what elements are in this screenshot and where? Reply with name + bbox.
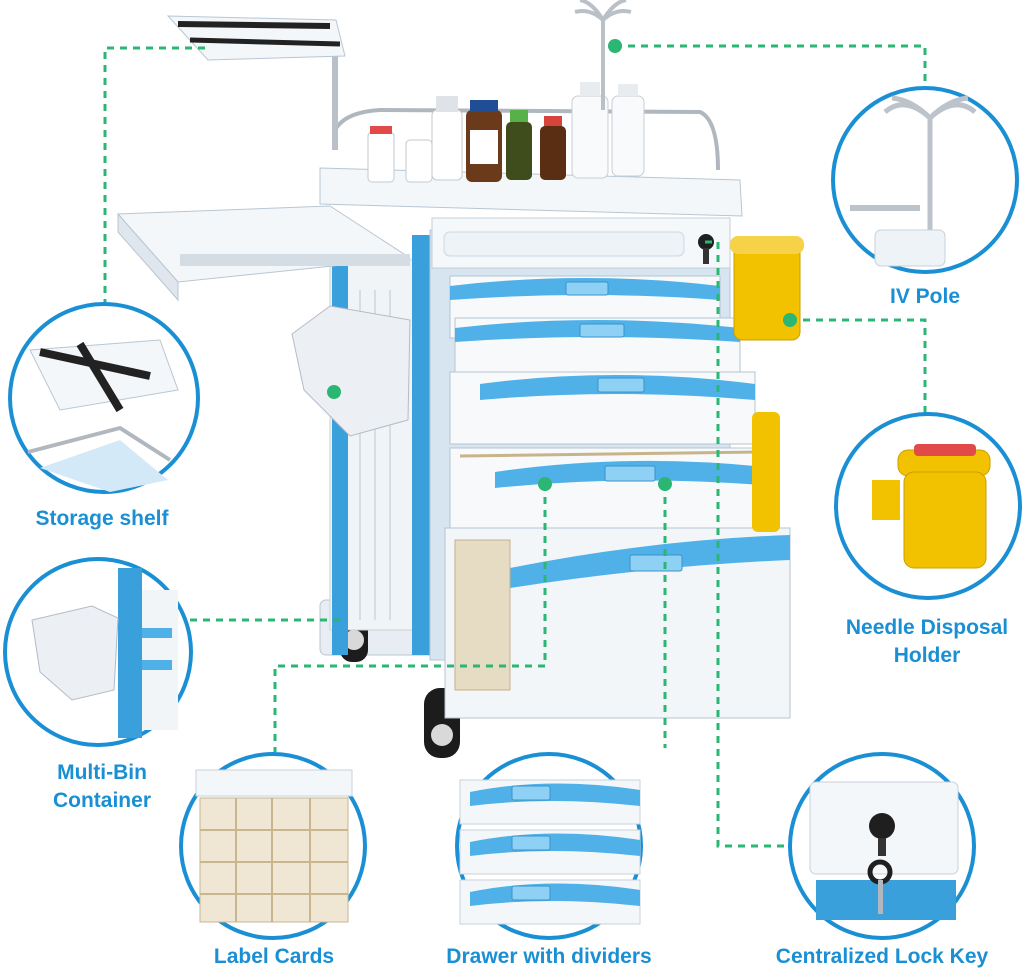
medical-cart	[116, 0, 804, 758]
detail-lock-key	[788, 752, 976, 940]
callout-multi-bin-line2: Container	[52, 789, 151, 812]
callout-storage-shelf-text: Storage shelf	[35, 507, 169, 530]
callout-drawer-dividers-text: Drawer with dividers	[446, 945, 652, 968]
callout-label-cards: Label Cards	[198, 943, 350, 971]
callout-multi-bin: Multi-Bin Container	[32, 759, 172, 815]
detail-iv-pole	[831, 86, 1019, 274]
drawer-5	[444, 527, 791, 719]
callout-lock-key: Centralized Lock Key	[762, 943, 1002, 971]
drawer-3	[449, 371, 756, 445]
guide-lines	[103, 44, 927, 848]
callout-needle-disposal-line1: Needle Disposal	[845, 616, 1009, 639]
detail-label-cards	[179, 752, 367, 940]
detail-needle-disposal	[834, 412, 1022, 600]
key-lock-icon	[867, 813, 895, 914]
drawer-2	[454, 317, 741, 381]
detail-storage-shelf	[8, 302, 200, 494]
callout-iv-pole-text: IV Pole	[889, 285, 961, 308]
pull-out-shelf	[116, 205, 412, 302]
drawer-4	[449, 447, 776, 537]
cart-frame-right	[412, 235, 434, 655]
side-bin	[291, 305, 411, 437]
iv-pole	[574, 0, 632, 110]
detail-multi-bin	[3, 557, 193, 747]
callout-multi-bin-line1: Multi-Bin	[57, 761, 147, 784]
detail-drawer-dividers	[455, 752, 643, 940]
callout-label-cards-text: Label Cards	[213, 945, 335, 968]
medicine-bottles	[367, 82, 645, 183]
sharps-container	[730, 236, 804, 532]
callout-needle-disposal-line2: Holder	[893, 644, 961, 667]
callout-lock-key-text: Centralized Lock Key	[775, 945, 989, 968]
storage-shelf	[166, 15, 346, 150]
callout-storage-shelf: Storage shelf	[22, 505, 182, 533]
callout-needle-disposal: Needle Disposal Holder	[832, 614, 1022, 670]
green-dot-icon	[327, 39, 797, 491]
callout-drawer-dividers: Drawer with dividers	[432, 943, 666, 971]
callout-iv-pole: IV Pole	[870, 283, 980, 311]
